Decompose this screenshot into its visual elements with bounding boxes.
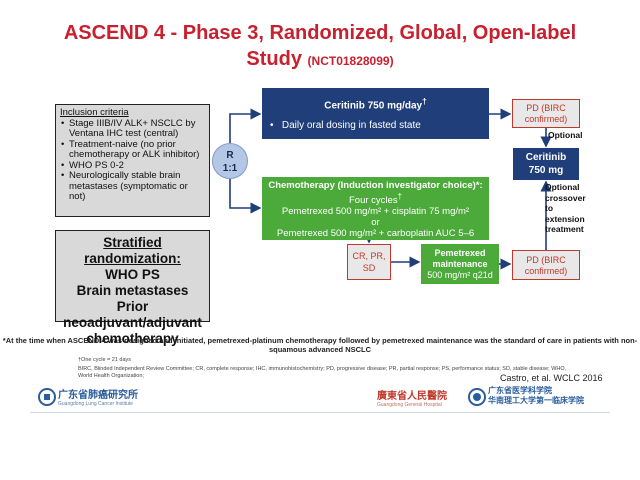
cr-pr-sd-line1: CR, PR, bbox=[352, 251, 386, 261]
cr-pr-sd-line2: SD bbox=[362, 263, 376, 273]
general-hospital-logo: 廣東省人民醫院 Guangdong General Hospital bbox=[377, 387, 447, 408]
inclusion-criteria-list: Stage IIIB/IV ALK+ NSCLC by Ventana IHC … bbox=[60, 118, 205, 203]
pd-bottom-line2: confirmed) bbox=[524, 266, 568, 276]
chemo-arm-box: Chemotherapy (Induction investigator cho… bbox=[262, 177, 489, 240]
inclusion-item: Treatment-naive (no prior chemotherapy o… bbox=[61, 139, 205, 161]
medical-academy-logo: 广东省医学科学院 华南理工大学第一临床学院 bbox=[488, 386, 584, 406]
inclusion-criteria-header: Inclusion criteria bbox=[60, 107, 129, 118]
footer-divider bbox=[30, 412, 610, 413]
pemetrexed-line2: maintenance bbox=[432, 259, 488, 269]
ceritinib-arm-detail: • Daily oral dosing in fasted state bbox=[270, 120, 421, 131]
optional-top-label: Optional bbox=[548, 130, 583, 140]
pemetrexed-maintenance-box: Pemetrexed maintenance 500 mg/m² q21d bbox=[421, 244, 499, 284]
randomization-circle: R 1:1 bbox=[212, 143, 248, 179]
arrow-r-to-chemo bbox=[229, 179, 262, 214]
optional-crossover-line: crossover bbox=[545, 192, 586, 203]
slide-title-nct: (NCT01828099) bbox=[307, 54, 394, 68]
slide-title-study: Study bbox=[246, 48, 302, 70]
chemo-arm-regimen-1: Pemetrexed 500 mg/m² + cisplatin 75 mg/m… bbox=[281, 206, 470, 218]
pd-top-line1: PD (BIRC bbox=[526, 103, 566, 113]
footnote-cycle: †One cycle = 21 days bbox=[78, 357, 132, 363]
inclusion-criteria-box: Inclusion criteria Stage IIIB/IV ALK+ NS… bbox=[55, 104, 210, 217]
academy-logo-icon bbox=[468, 388, 486, 406]
pd-birc-bottom-box: PD (BIRC confirmed) bbox=[512, 250, 580, 280]
pemetrexed-dose: 500 mg/m² q21d bbox=[427, 270, 493, 280]
ceritinib-arm-box: Ceritinib 750 mg/day† • Daily oral dosin… bbox=[262, 88, 489, 139]
stratified-line: chemotherapy bbox=[86, 331, 179, 346]
ceritinib-arm-title-text: Ceritinib 750 mg/day bbox=[324, 100, 423, 112]
ceritinib-crossover-line1: Ceritinib bbox=[525, 152, 567, 163]
chemo-arm-or: or bbox=[371, 217, 380, 229]
slide-title-line2: Study (NCT01828099) bbox=[0, 48, 640, 71]
logo-middle-text: 廣東省人民醫院 bbox=[377, 391, 447, 402]
inclusion-item: Stage IIIB/IV ALK+ NSCLC by Ventana IHC … bbox=[61, 118, 205, 140]
citation: Castro, et al. WCLC 2016 bbox=[500, 373, 603, 383]
inclusion-item: Neurologically stable brain metastases (… bbox=[61, 170, 205, 203]
standard-of-care-note: *At the time when ASCEND-4 was designed … bbox=[2, 336, 638, 354]
footnote-abbreviations: BIRC, Blinded Independent Review Committ… bbox=[78, 366, 567, 379]
pd-top-line2: confirmed) bbox=[524, 114, 568, 124]
logo-right-line1: 广东省医学科学院 bbox=[488, 386, 552, 395]
optional-crossover-line: extension bbox=[545, 213, 585, 224]
ceritinib-crossover-line2: 750 mg bbox=[528, 165, 564, 176]
cr-pr-sd-box: CR, PR, SD bbox=[347, 244, 391, 280]
optional-crossover-line: to bbox=[545, 203, 554, 213]
logo-left-text: 广东省肺癌研究所 bbox=[58, 390, 138, 401]
randomization-r: R bbox=[226, 150, 234, 161]
stratified-randomization-box: Stratified randomization: WHO PS Brain m… bbox=[55, 230, 210, 346]
chemo-arm-title: Chemotherapy (Induction investigator cho… bbox=[268, 180, 483, 191]
inclusion-item: WHO PS 0-2 bbox=[61, 160, 205, 172]
ceritinib-crossover-box: Ceritinib 750 mg bbox=[513, 148, 579, 180]
logo-middle-subtext: Guangdong General Hospital bbox=[377, 402, 442, 408]
stratified-line: Prior neoadjuvant/adjuvant bbox=[63, 299, 202, 330]
lung-cancer-institute-logo: 广东省肺癌研究所 Guangdong Lung Cancer Institute bbox=[58, 386, 138, 407]
stratified-line: Brain metastases bbox=[76, 283, 189, 298]
slide-title-line1: ASCEND 4 - Phase 3, Randomized, Global, … bbox=[63, 22, 577, 44]
pd-birc-top-box: PD (BIRC confirmed) bbox=[512, 99, 580, 128]
pemetrexed-line1: Pemetrexed bbox=[434, 248, 486, 258]
optional-crossover-line: Optional bbox=[545, 182, 580, 192]
stratified-header: Stratified randomization: bbox=[84, 235, 181, 266]
optional-crossover-label: Optional crossover to extension treatmen… bbox=[545, 182, 586, 235]
stratified-line: WHO PS bbox=[105, 267, 160, 282]
chemo-arm-cycles-sup: † bbox=[397, 192, 402, 201]
ceritinib-arm-detail-text: Daily oral dosing in fasted state bbox=[281, 120, 421, 131]
optional-crossover-line: treatment bbox=[545, 224, 584, 234]
logo-right-line2: 华南理工大学第一临床学院 bbox=[488, 396, 584, 405]
ceritinib-arm-title: Ceritinib 750 mg/day† bbox=[262, 96, 489, 111]
randomization-ratio: 1:1 bbox=[222, 163, 238, 174]
chemo-arm-cycles: Four cycles† bbox=[262, 191, 489, 206]
pd-bottom-line1: PD (BIRC bbox=[526, 255, 566, 265]
logo-left-subtext: Guangdong Lung Cancer Institute bbox=[58, 401, 134, 407]
chemo-arm-cycles-text: Four cycles bbox=[349, 195, 398, 207]
lung-cancer-institute-logo-icon bbox=[38, 388, 56, 406]
ceritinib-arm-title-sup: † bbox=[422, 96, 427, 106]
chemo-arm-regimen-2: Pemetrexed 500 mg/m² + carboplatin AUC 5… bbox=[276, 228, 475, 240]
arrow-r-to-ceritinib bbox=[229, 108, 262, 143]
